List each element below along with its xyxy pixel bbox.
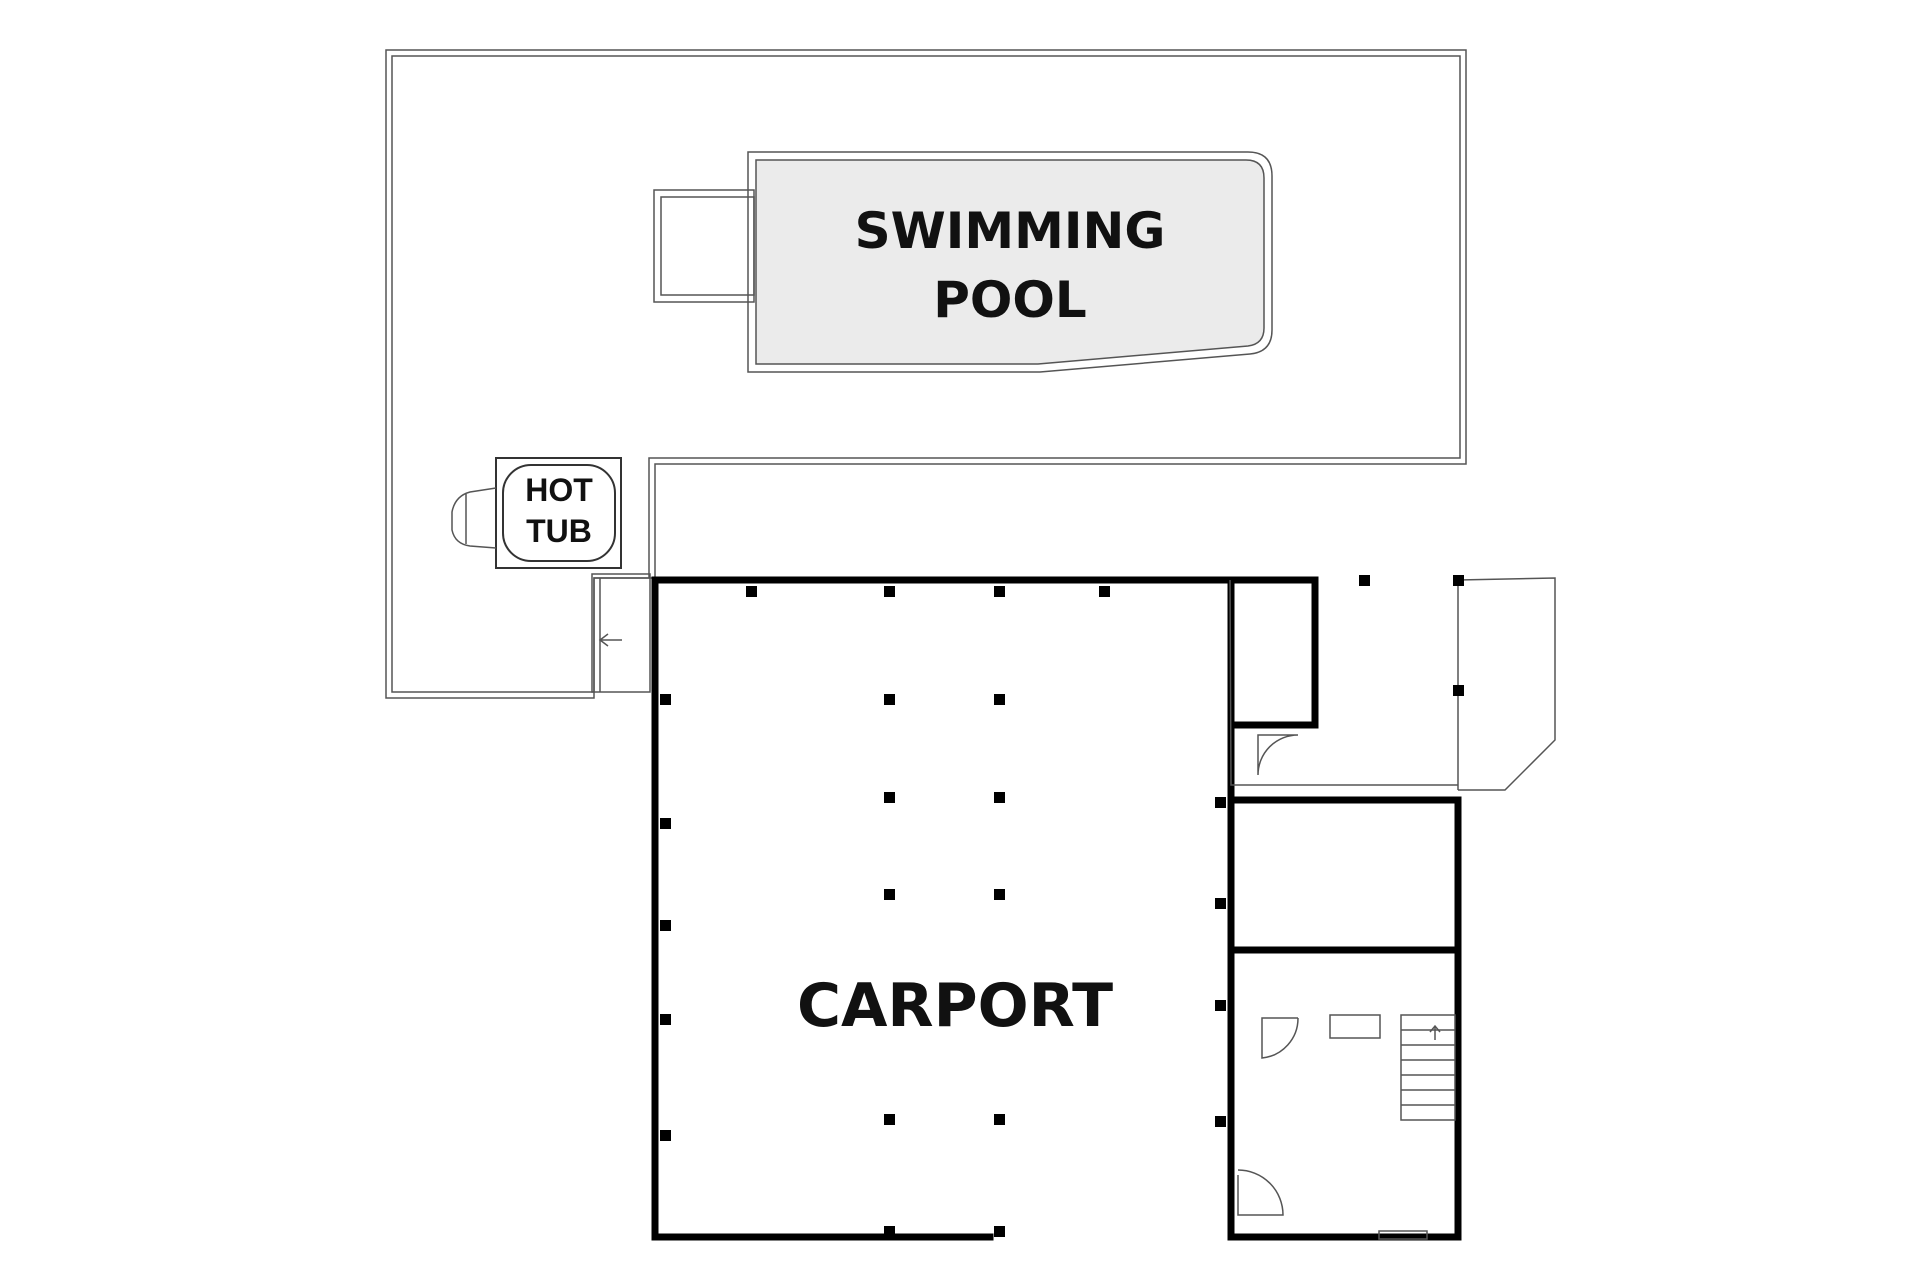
- post: [884, 1226, 895, 1237]
- post: [1215, 1116, 1226, 1127]
- post: [1453, 685, 1464, 696]
- doors: [1237, 734, 1299, 1216]
- pool-outer-edge: [747, 151, 1273, 373]
- post: [660, 694, 671, 705]
- stair-arrow-icon: [598, 633, 622, 647]
- entry-door-top: [1261, 1017, 1299, 1059]
- hot-tub-label-line1: HOT: [525, 472, 593, 508]
- pool-water: [755, 159, 1265, 365]
- post: [1453, 575, 1464, 586]
- hot-tub-label-line2: TUB: [526, 513, 592, 549]
- hot-tub: HOT TUB: [451, 457, 622, 569]
- post: [660, 818, 671, 829]
- post: [884, 694, 895, 705]
- post: [884, 586, 895, 597]
- utility-door: [1257, 734, 1299, 776]
- pool-label-line2: POOL: [933, 271, 1087, 329]
- entry-door-bottom: [1237, 1169, 1284, 1216]
- post: [1215, 898, 1226, 909]
- deck-outline: [385, 49, 1467, 699]
- post: [1215, 797, 1226, 808]
- post: [1359, 575, 1370, 586]
- pool-steps: [653, 189, 755, 303]
- deck-stairs: [591, 573, 651, 693]
- stair-arrow-icon: [1429, 1024, 1441, 1040]
- post: [884, 1114, 895, 1125]
- post: [746, 586, 757, 597]
- posts: [660, 575, 1464, 1237]
- post: [660, 1130, 671, 1141]
- post: [994, 889, 1005, 900]
- post: [994, 1226, 1005, 1237]
- post: [1215, 1000, 1226, 1011]
- carport-walls: [651, 576, 1462, 1241]
- room-details: [1229, 577, 1556, 1240]
- post: [884, 889, 895, 900]
- pool-label-line1: SWIMMING: [855, 202, 1166, 260]
- carport-label: CARPORT: [797, 971, 1113, 1041]
- swimming-pool: SWIMMING POOL: [747, 151, 1273, 373]
- post: [994, 1114, 1005, 1125]
- post: [994, 694, 1005, 705]
- hot-tub-steps: [451, 487, 497, 549]
- post: [994, 792, 1005, 803]
- post: [660, 920, 671, 931]
- post: [884, 792, 895, 803]
- post: [660, 1014, 671, 1025]
- post: [994, 586, 1005, 597]
- post: [1099, 586, 1110, 597]
- stairs: [1400, 1014, 1456, 1121]
